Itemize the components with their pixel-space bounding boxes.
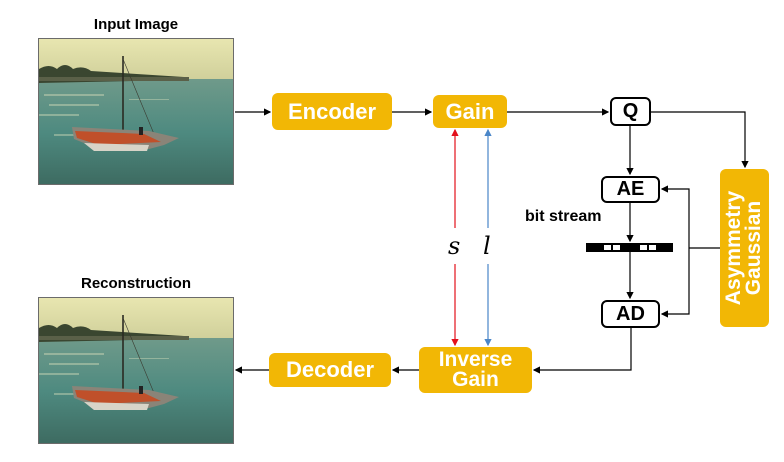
inverse-gain-block: Inverse Gain [419,347,532,393]
inverse-gain-label-line2: Gain [452,368,499,391]
inverse-gain-label-line1: Inverse [438,348,513,371]
bit-stream-label: bit stream [525,208,602,225]
arrow-ad-to-inverse-gain [532,328,632,374]
boat-scene-image [39,39,233,184]
arithmetic-encoder-block: AE [601,176,660,203]
input-image [38,38,234,185]
input-image-title: Input Image [93,16,179,33]
s-parameter-label: s [448,232,461,260]
bit-stream-bar [586,243,673,252]
arithmetic-decoder-block: AD [601,300,660,328]
reconstruction-image [38,297,234,444]
boat-scene-image [39,298,233,443]
arrow-q-to-gaussian [651,111,749,169]
arrow-gaussian-to-ad [660,248,690,318]
asymmetry-gaussian-block: Asymmetry Gaussian [720,169,769,327]
quantizer-block: Q [610,97,651,126]
entropy-model-label-line2: Gaussian [742,200,766,296]
arrow-gaussian-to-ae [660,185,690,248]
gain-block: Gain [433,95,507,128]
reconstruction-title: Reconstruction [80,275,191,292]
encoder-block: Encoder [272,93,392,130]
l-parameter-label: l [483,232,491,260]
decoder-block: Decoder [269,353,391,387]
